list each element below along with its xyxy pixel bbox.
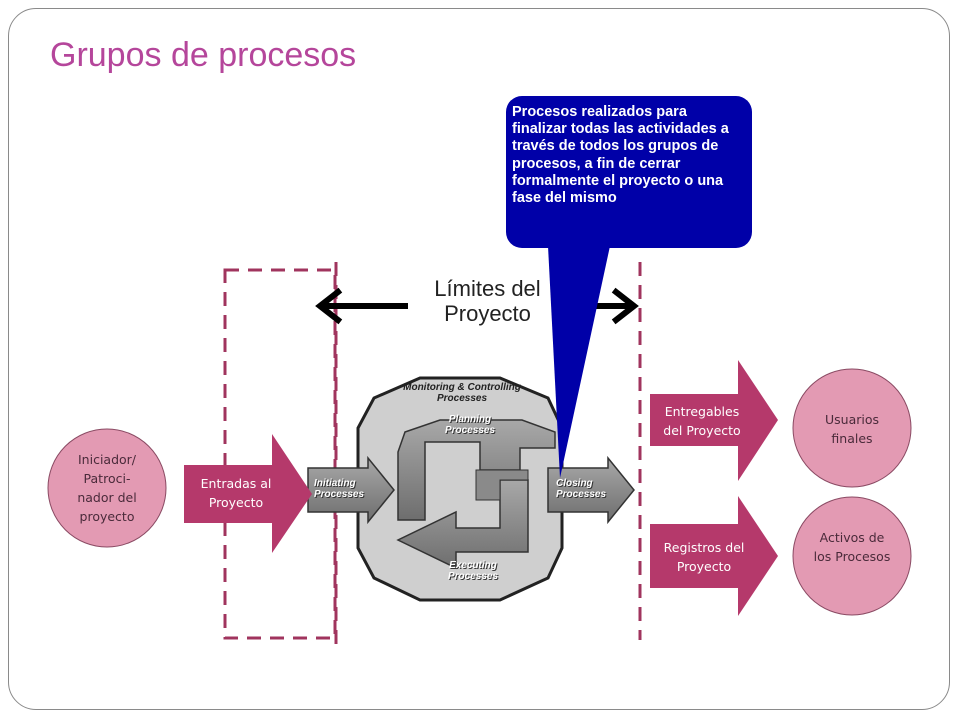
executing-processes-label: Executing Processes [447, 560, 499, 582]
end-users-circle [792, 368, 912, 488]
initiating-processes-label: Initiating Processes [314, 478, 365, 500]
project-limits-label: Límites del Proyecto [400, 276, 575, 326]
initiator-circle [47, 428, 167, 548]
process-assets-label: Activos de los Procesos [813, 530, 891, 564]
deliverables-arrow-shape [650, 360, 778, 481]
process-groups-graphic [307, 376, 635, 602]
records-arrow-label: Registros del Proyecto [663, 540, 745, 574]
initiator-label: Iniciador/ Patroci- nador del proyecto [77, 452, 137, 524]
planning-processes-label: Planning Processes [444, 414, 496, 436]
closing-processes-label: Closing Processes [556, 478, 607, 500]
end-users-label: Usuarios finales [824, 412, 880, 446]
project-limits-label-line1: Límites del [434, 276, 541, 301]
limits-left-arrow [315, 287, 408, 325]
process-assets-circle [792, 496, 912, 616]
deliverables-arrow-label: Entregables del Proyecto [663, 404, 741, 438]
inputs-arrow-shape [184, 434, 312, 553]
project-limits-label-line2: Proyecto [444, 301, 531, 326]
closing-callout-bubble [506, 96, 752, 478]
inputs-arrow-label: Entradas al Proyecto [200, 476, 272, 510]
inputs-boundary-box [223, 268, 337, 640]
records-arrow-shape [650, 496, 778, 616]
callout-text: Procesos realizados para finalizar todas… [512, 104, 729, 207]
monitoring-processes-label: Monitoring & Controlling Processes [403, 382, 521, 404]
page-title: Grupos de procesos [50, 36, 357, 74]
